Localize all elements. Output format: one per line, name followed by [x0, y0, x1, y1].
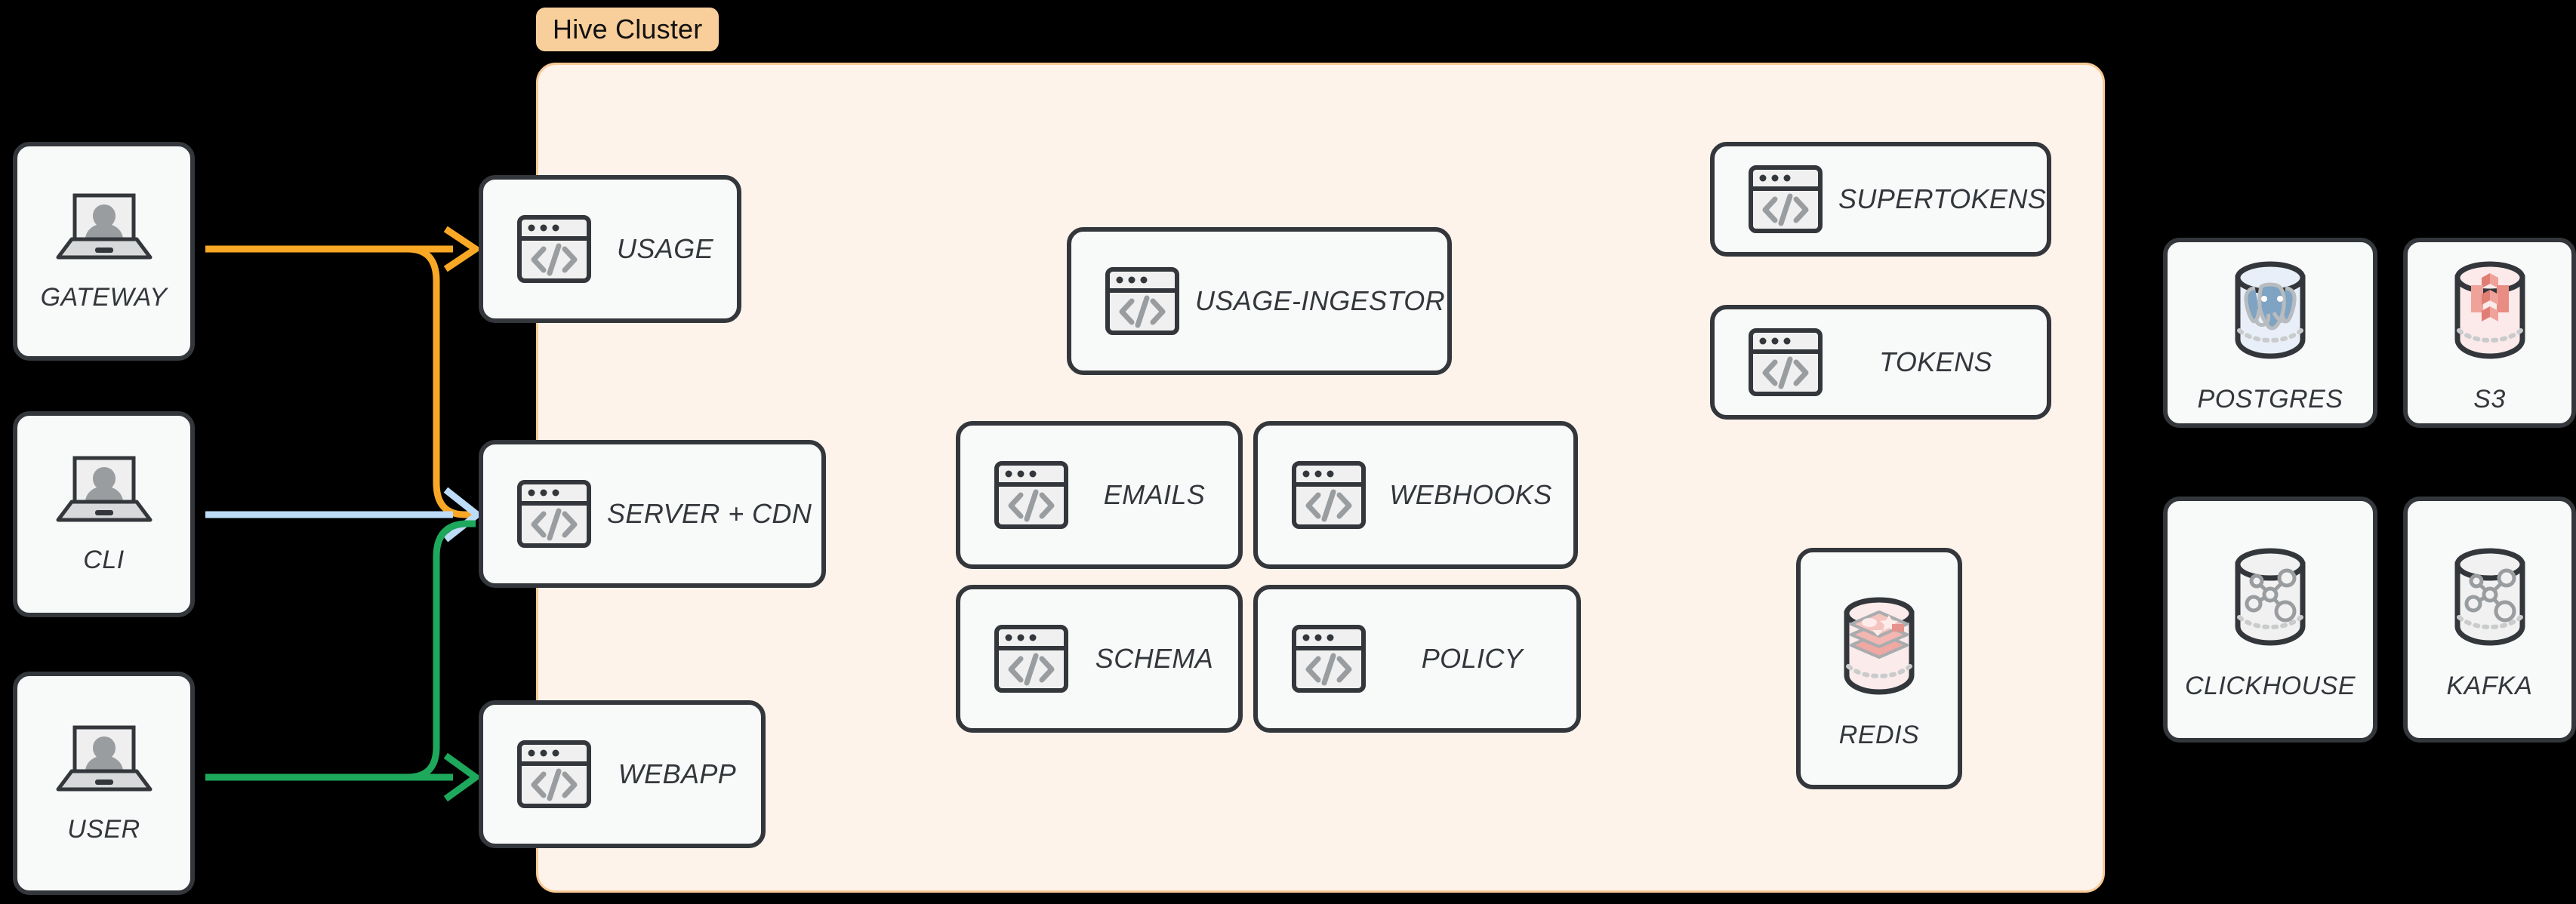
graph-cylinder-icon — [2433, 539, 2547, 652]
code-window-icon — [515, 210, 593, 288]
service-label: USAGE-INGESTOR — [1195, 285, 1445, 316]
laptop-user-icon — [55, 191, 153, 263]
service-card-usage[interactable]: USAGE — [479, 175, 741, 323]
service-label: POLICY — [1421, 643, 1524, 674]
wire-gateway-branch-down — [407, 245, 476, 518]
redis-cylinder-icon — [1823, 588, 1936, 701]
datastore-card-kafka[interactable]: KAFKA — [2403, 497, 2576, 743]
datastore-label: KAFKA — [2446, 671, 2533, 700]
service-label: SUPERTOKENS — [1838, 183, 2047, 214]
service-label: WEBAPP — [618, 758, 737, 789]
service-card-server-cdn[interactable]: SERVER + CDN — [479, 440, 826, 588]
datastore-label: CLICKHOUSE — [2184, 671, 2356, 700]
datastore-card-redis[interactable]: REDIS — [1796, 548, 1962, 789]
arrowhead-usage — [443, 226, 482, 272]
datastore-card-clickhouse[interactable]: CLICKHOUSE — [2163, 497, 2377, 743]
code-window-icon — [515, 475, 593, 553]
client-card-cli[interactable]: CLI — [13, 411, 195, 617]
service-card-emails[interactable]: EMAILS — [956, 421, 1243, 569]
code-window-icon — [992, 456, 1071, 534]
service-card-usage-ingestor[interactable]: USAGE-INGESTOR — [1067, 227, 1452, 375]
service-label: WEBHOOKS — [1389, 479, 1552, 510]
graph-cylinder-icon — [2214, 539, 2327, 652]
datastore-card-s3[interactable]: S3 — [2403, 238, 2576, 428]
code-window-icon — [1746, 160, 1825, 238]
client-card-user[interactable]: USER — [13, 672, 195, 895]
code-window-icon — [1103, 262, 1182, 340]
datastore-card-postgres[interactable]: POSTGRES — [2163, 238, 2377, 428]
client-label: GATEWAY — [40, 282, 168, 312]
datastore-label: REDIS — [1838, 720, 1920, 749]
wire-user-branch-up — [407, 520, 476, 781]
datastore-label: POSTGRES — [2197, 384, 2343, 414]
service-label: TOKENS — [1879, 346, 1992, 377]
client-card-gateway[interactable]: GATEWAY — [13, 142, 195, 361]
hive-cluster-badge: Hive Cluster — [536, 8, 719, 51]
laptop-user-icon — [55, 723, 153, 795]
code-window-icon — [515, 735, 593, 813]
postgres-cylinder-icon — [2214, 252, 2327, 365]
service-label: SCHEMA — [1095, 643, 1214, 674]
hive-cluster-badge-label: Hive Cluster — [553, 14, 703, 45]
service-card-tokens[interactable]: TOKENS — [1710, 305, 2051, 420]
client-label: CLI — [83, 546, 125, 574]
laptop-user-icon — [55, 454, 153, 526]
s3-cylinder-icon — [2433, 252, 2547, 365]
arrowhead-webapp — [443, 752, 482, 802]
datastore-label: S3 — [2473, 384, 2506, 414]
arrowhead-server-cdn — [443, 487, 483, 543]
service-card-webapp[interactable]: WEBAPP — [479, 700, 766, 848]
service-card-supertokens[interactable]: SUPERTOKENS — [1710, 142, 2051, 257]
code-window-icon — [1746, 323, 1825, 401]
code-window-icon — [1290, 456, 1368, 534]
service-card-webhooks[interactable]: WEBHOOKS — [1253, 421, 1578, 569]
service-card-schema[interactable]: SCHEMA — [956, 585, 1243, 733]
code-window-icon — [992, 620, 1071, 698]
client-label: USER — [67, 814, 140, 844]
service-label: SERVER + CDN — [607, 498, 812, 529]
code-window-icon — [1290, 620, 1368, 698]
service-card-policy[interactable]: POLICY — [1253, 585, 1581, 733]
service-label: EMAILS — [1103, 479, 1206, 510]
service-label: USAGE — [616, 233, 714, 264]
